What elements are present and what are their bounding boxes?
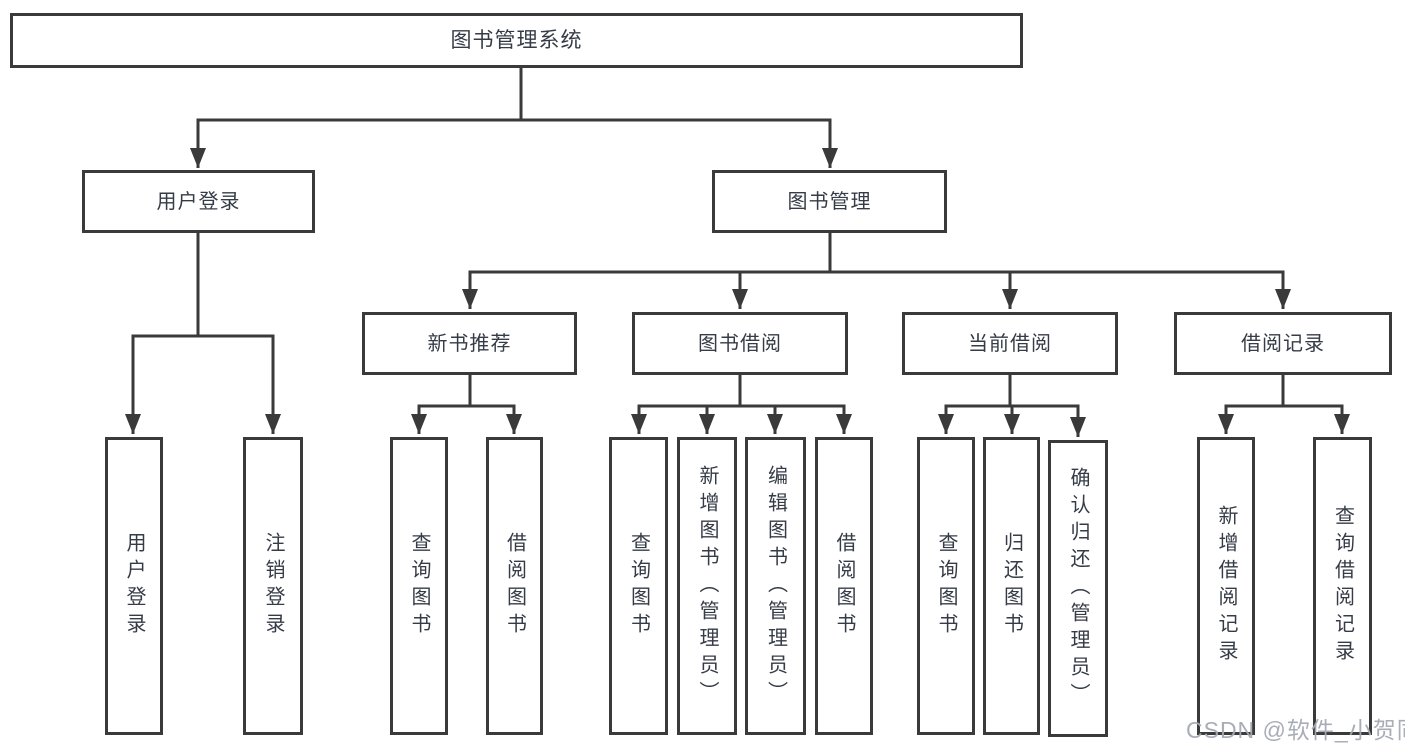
leaf-query-book-borrow: 查询图书 [609, 437, 668, 735]
leaf-query-book-recommend: 查询图书 [390, 437, 448, 735]
leaf-user-login: 用户登录 [105, 437, 163, 735]
node-book-management: 图书管理 [712, 170, 947, 233]
node-book-borrow: 图书借阅 [632, 312, 848, 375]
node-user-login: 用户登录 [82, 170, 315, 233]
leaf-borrow-book-recommend: 借阅图书 [486, 437, 543, 735]
node-current-borrow: 当前借阅 [902, 312, 1118, 375]
leaf-query-book-current: 查询图书 [917, 437, 975, 735]
leaf-confirm-return-admin: 确认归还（管理员） [1048, 440, 1108, 737]
leaf-query-borrow-record: 查询借阅记录 [1313, 437, 1372, 735]
node-root: 图书管理系统 [10, 13, 1023, 68]
leaf-add-book-admin: 新增图书（管理员） [677, 437, 737, 735]
csdn-watermark: CSDN @软件_小贺同学 [1186, 717, 1405, 743]
node-borrow-record: 借阅记录 [1174, 312, 1392, 375]
leaf-return-book: 归还图书 [983, 437, 1040, 735]
leaf-borrow-book-borrow: 借阅图书 [815, 437, 873, 735]
node-new-book-recommend: 新书推荐 [362, 312, 577, 375]
leaf-logout: 注销登录 [243, 437, 303, 735]
leaf-edit-book-admin: 编辑图书（管理员） [745, 437, 806, 735]
leaf-add-borrow-record: 新增借阅记录 [1197, 437, 1255, 735]
